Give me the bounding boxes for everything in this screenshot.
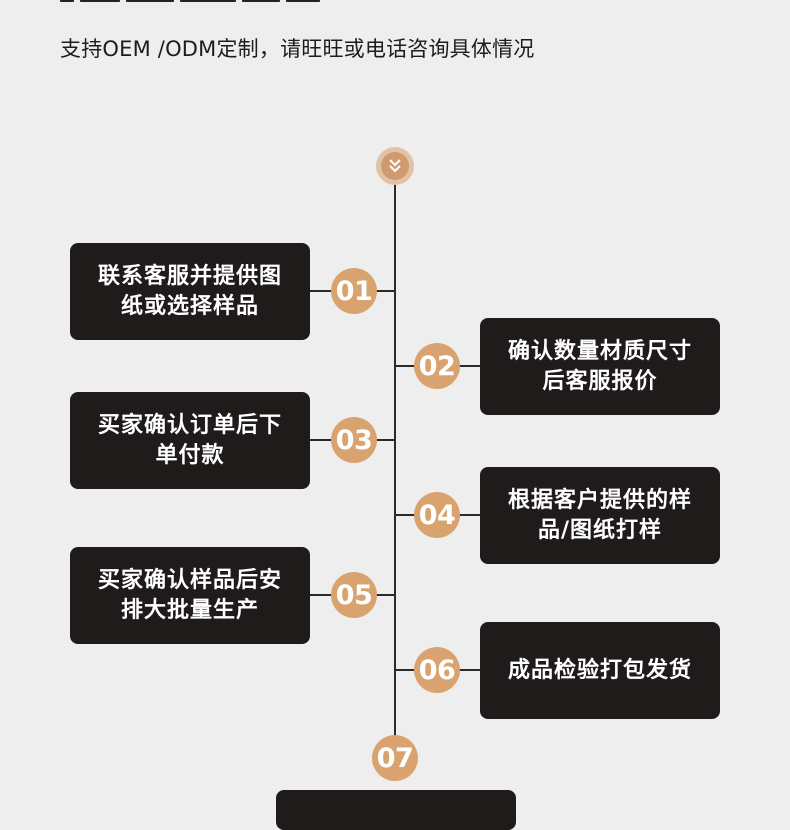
chevron-down-double-icon — [389, 159, 401, 173]
subtitle: 支持OEM /ODM定制，请旺旺或电话咨询具体情况 — [60, 37, 535, 61]
step-box-04: 根据客户提供的样品/图纸打样 — [480, 467, 720, 564]
page-title-fragment — [60, 0, 320, 6]
step-box-06: 成品检验打包发货 — [480, 622, 720, 719]
step-number-05: 05 — [331, 572, 377, 618]
step-number-03: 03 — [331, 417, 377, 463]
step-number-07: 07 — [372, 735, 418, 781]
step-box-03: 买家确认订单后下单付款 — [70, 392, 310, 489]
step-box-01: 联系客服并提供图纸或选择样品 — [70, 243, 310, 340]
timeline-line — [394, 178, 396, 758]
step-number-06: 06 — [414, 647, 460, 693]
step-number-02: 02 — [414, 343, 460, 389]
step-box-05: 买家确认样品后安排大批量生产 — [70, 547, 310, 644]
step-box-07 — [276, 790, 516, 830]
timeline-top-marker — [376, 147, 414, 185]
step-number-01: 01 — [331, 268, 377, 314]
step-number-04: 04 — [414, 492, 460, 538]
timeline-top-marker-inner — [381, 152, 409, 180]
step-box-02: 确认数量材质尺寸后客服报价 — [480, 318, 720, 415]
